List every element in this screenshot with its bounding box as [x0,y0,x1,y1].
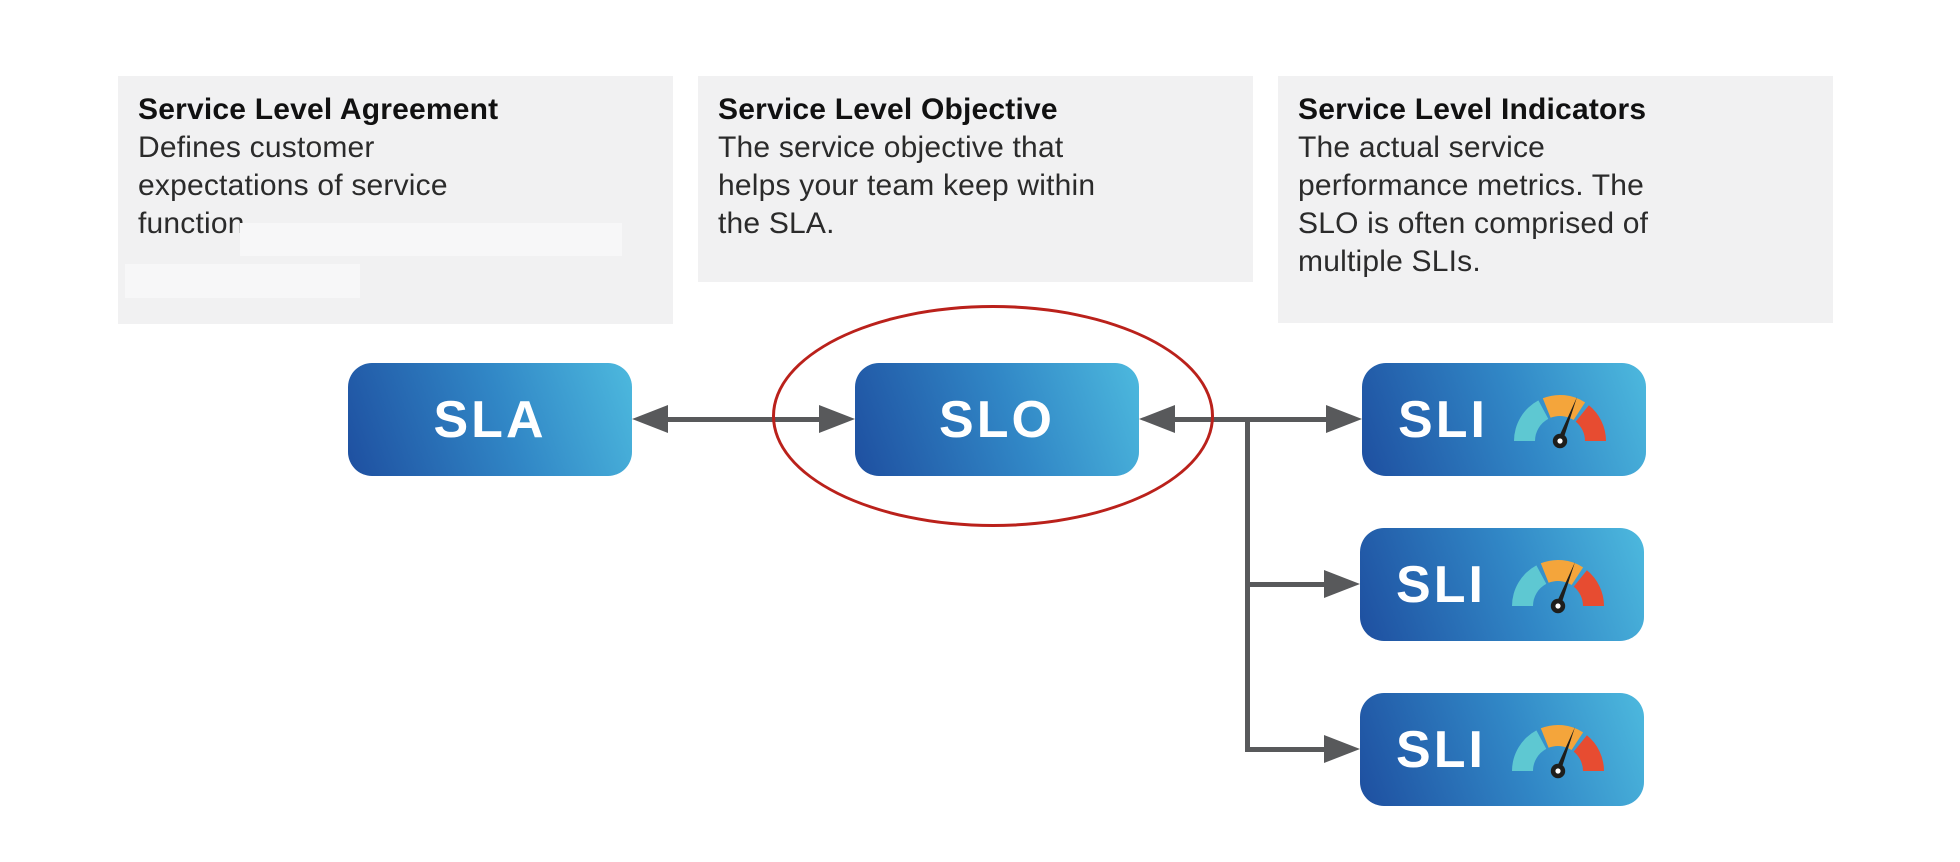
node-label-slo: SLO [939,390,1055,449]
connector-sla-slo [664,417,823,422]
node-label-sli2: SLI [1396,555,1486,614]
info-body-sla: Defines customer expectations of service… [138,131,448,240]
info-body-sli: The actual service performance metrics. … [1298,131,1649,278]
arrowhead-into-sla [632,405,668,433]
arrowhead-into-slo-right [1139,405,1175,433]
info-body-slo: The service objective that helps your te… [718,131,1096,240]
arrowhead-into-sli2 [1324,570,1360,598]
connector-branch-sli2 [1245,582,1328,587]
node-sli-1: SLI [1362,363,1646,476]
node-sla: SLA [348,363,632,476]
node-sli-3: SLI [1360,693,1644,806]
redacted-text-area [240,223,622,256]
arrowhead-into-sli1 [1326,405,1362,433]
gauge-icon [1513,394,1606,448]
connector-branch-sli3 [1245,747,1328,752]
arrowhead-into-sli3 [1324,735,1360,763]
info-block-slo: Service Level Objective The service obje… [698,76,1253,282]
node-slo: SLO [855,363,1139,476]
gauge-icon [1511,724,1604,778]
info-block-sli: Service Level Indicators The actual serv… [1278,76,1833,323]
arrowhead-into-slo-left [819,405,855,433]
node-sli-2: SLI [1360,528,1644,641]
redacted-text-area [125,264,360,298]
node-label-sla: SLA [433,390,547,449]
info-title-sli: Service Level Indicators [1298,93,1647,126]
node-label-sli1: SLI [1398,390,1488,449]
info-title-sla: Service Level Agreement [138,93,499,126]
node-label-sli3: SLI [1396,720,1486,779]
gauge-icon [1511,559,1604,613]
info-title-slo: Service Level Objective [718,93,1058,126]
